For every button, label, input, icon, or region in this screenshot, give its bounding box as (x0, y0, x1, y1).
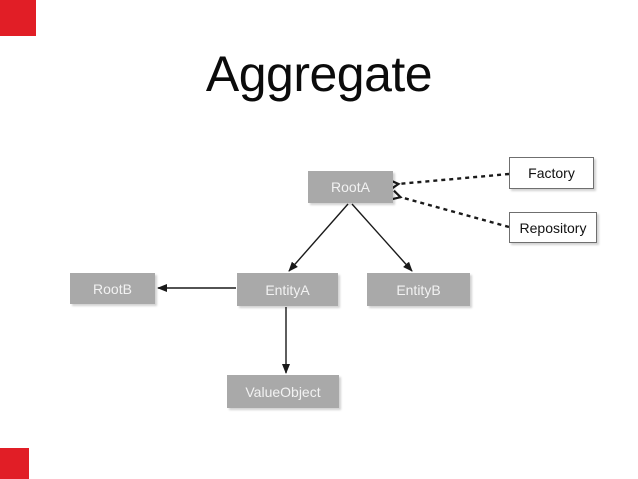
node-repository-label: Repository (519, 219, 587, 236)
node-rootb: RootB (70, 273, 155, 304)
edge-roota-entitya (288, 203, 349, 272)
node-roota-label: RootA (331, 179, 370, 195)
node-entitya-label: EntityA (265, 281, 310, 298)
node-valueobject: ValueObject (227, 375, 339, 408)
node-roota: RootA (308, 171, 393, 203)
edge-factory-roota (398, 172, 510, 184)
edge-repository-roota (400, 197, 510, 229)
node-entityb-label: EntityB (396, 281, 441, 298)
edge-roota-entityb (351, 203, 413, 272)
slide-title: Aggregate (205, 46, 433, 102)
node-factory: Factory (509, 157, 594, 189)
node-rootb-label: RootB (93, 280, 132, 297)
node-factory-label: Factory (528, 165, 575, 181)
node-entityb: EntityB (367, 273, 470, 306)
red-corner-bottom-left (0, 448, 29, 479)
node-entitya: EntityA (237, 273, 338, 306)
node-valueobject-label: ValueObject (245, 383, 321, 400)
node-repository: Repository (509, 212, 597, 243)
red-corner-top-left (0, 0, 36, 36)
